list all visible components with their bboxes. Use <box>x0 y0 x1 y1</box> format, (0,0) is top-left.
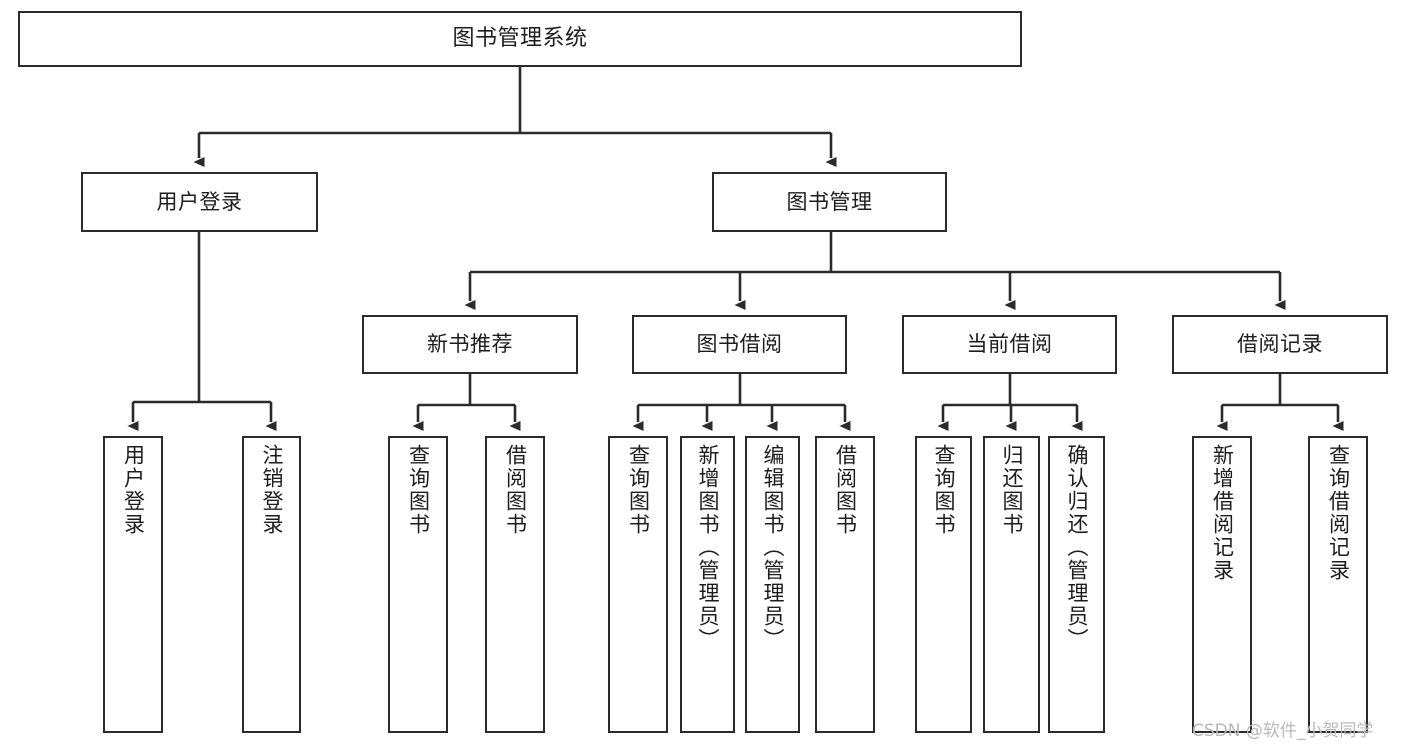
leaf-query-book-current-label: 查询图书 <box>932 444 956 536</box>
leaf-query-book-borrow[interactable]: 查询图书 <box>608 436 668 733</box>
leaf-user-login-label: 用户登录 <box>121 444 146 536</box>
leaf-query-book-recommend[interactable]: 查询图书 <box>388 436 448 733</box>
leaf-add-book-admin-label: 新增图书（管理员） <box>696 444 720 651</box>
leaf-add-borrow-record[interactable]: 新增借阅记录 <box>1192 436 1252 733</box>
node-book-management-label: 图书管理 <box>786 189 873 214</box>
leaf-user-login[interactable]: 用户登录 <box>103 436 163 733</box>
leaf-confirm-return-admin[interactable]: 确认归还（管理员） <box>1048 436 1105 733</box>
leaf-query-borrow-record-label: 查询借阅记录 <box>1326 444 1351 582</box>
node-user-login[interactable]: 用户登录 <box>81 172 318 232</box>
node-user-login-label: 用户登录 <box>156 189 243 214</box>
node-root-label: 图书管理系统 <box>452 26 588 52</box>
leaf-edit-book-admin-label: 编辑图书（管理员） <box>761 444 785 651</box>
node-borrow-record-label: 借阅记录 <box>1237 332 1323 357</box>
leaf-query-book-current[interactable]: 查询图书 <box>915 436 972 733</box>
leaf-query-borrow-record[interactable]: 查询借阅记录 <box>1308 436 1368 733</box>
leaf-borrow-book-recommend-label: 借阅图书 <box>503 444 528 536</box>
leaf-return-book-label: 归还图书 <box>1000 444 1024 536</box>
leaf-add-borrow-record-label: 新增借阅记录 <box>1210 444 1235 582</box>
leaf-return-book[interactable]: 归还图书 <box>983 436 1040 733</box>
leaf-logout[interactable]: 注销登录 <box>242 436 301 733</box>
node-book-borrow[interactable]: 图书借阅 <box>632 315 847 374</box>
leaf-logout-label: 注销登录 <box>260 444 284 536</box>
node-new-book-recommend-label: 新书推荐 <box>427 332 513 357</box>
node-current-borrow[interactable]: 当前借阅 <box>902 315 1117 374</box>
watermark: CSDN @软件_小贺同学 <box>1192 721 1374 741</box>
leaf-borrow-book[interactable]: 借阅图书 <box>815 436 875 733</box>
leaf-edit-book-admin[interactable]: 编辑图书（管理员） <box>745 436 800 733</box>
leaf-query-book-recommend-label: 查询图书 <box>406 444 431 536</box>
node-current-borrow-label: 当前借阅 <box>966 332 1053 357</box>
leaf-borrow-book-recommend[interactable]: 借阅图书 <box>485 436 545 733</box>
node-borrow-record[interactable]: 借阅记录 <box>1172 315 1388 374</box>
leaf-query-book-borrow-label: 查询图书 <box>626 444 651 536</box>
node-new-book-recommend[interactable]: 新书推荐 <box>362 315 578 374</box>
leaf-add-book-admin[interactable]: 新增图书（管理员） <box>680 436 735 733</box>
leaf-confirm-return-admin-label: 确认归还（管理员） <box>1065 444 1089 651</box>
node-book-borrow-label: 图书借阅 <box>696 332 783 357</box>
leaf-borrow-book-label: 借阅图书 <box>833 444 858 536</box>
node-root[interactable]: 图书管理系统 <box>18 11 1022 67</box>
node-book-management[interactable]: 图书管理 <box>712 172 947 232</box>
